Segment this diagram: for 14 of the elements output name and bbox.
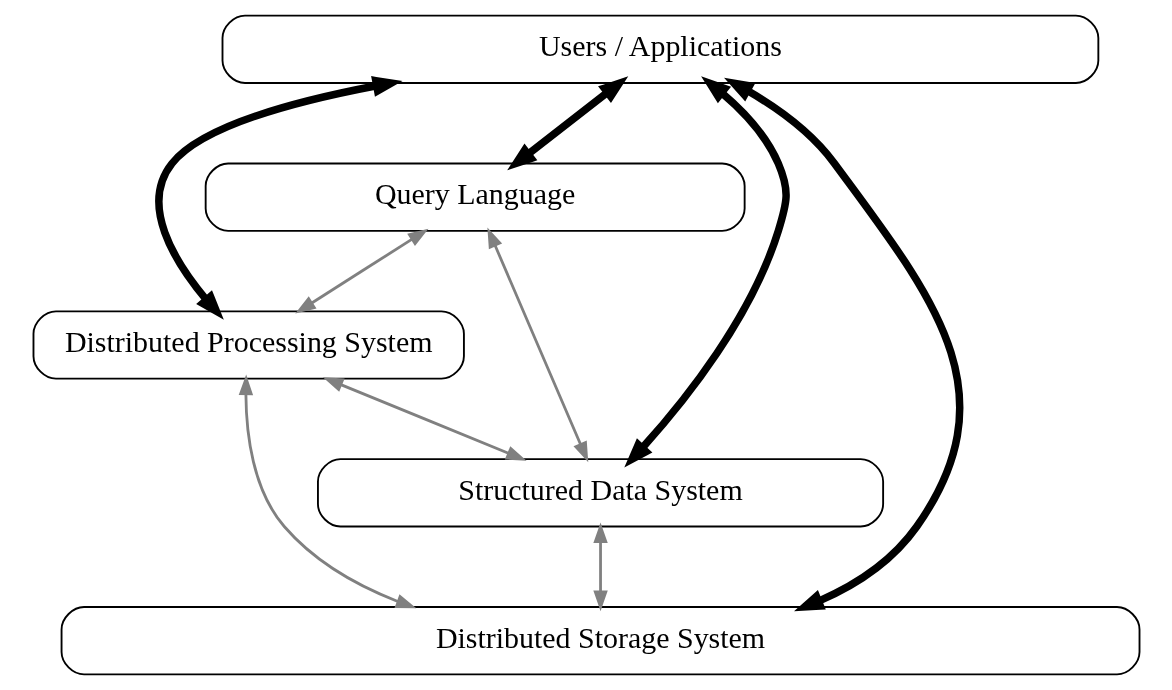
arrow: [294, 228, 428, 314]
arrow: [592, 522, 608, 612]
arrow: [322, 377, 527, 461]
arrow: [623, 76, 790, 468]
arrow: [486, 227, 588, 463]
node-box: Structured Data System: [316, 458, 884, 528]
arrow: [238, 374, 416, 609]
arrow: [723, 77, 963, 612]
node-box: Users / Applications: [221, 14, 1099, 84]
arrow: [154, 76, 403, 320]
node-box: Distributed Storage System: [60, 606, 1140, 676]
node-box: Query Language: [204, 162, 746, 232]
arrow: [506, 76, 628, 171]
node-box: Distributed Processing System: [32, 310, 465, 380]
